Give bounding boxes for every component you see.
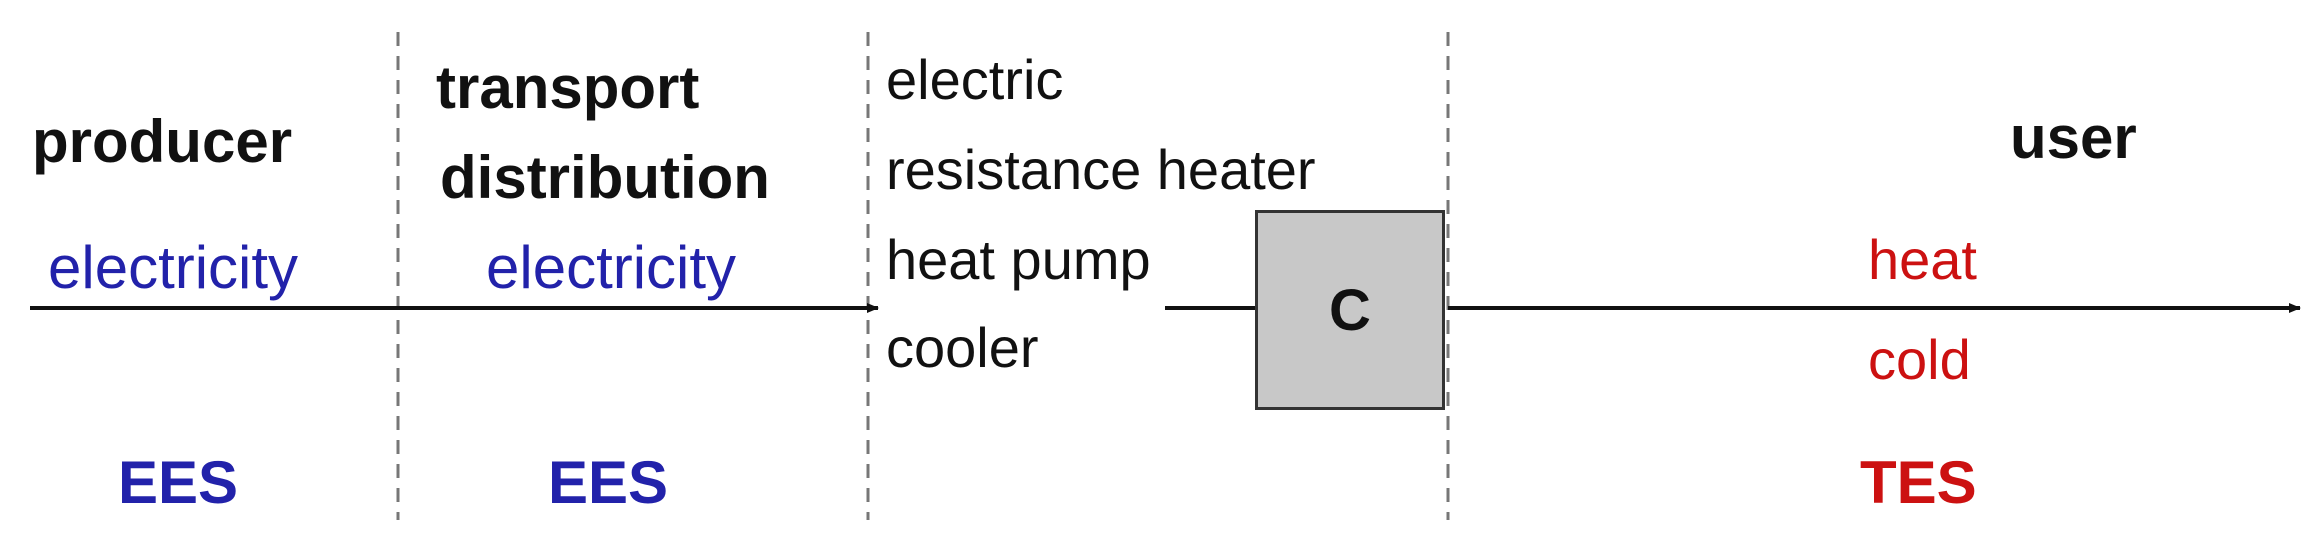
user-output-heat: heat xyxy=(1868,228,1977,291)
device-label-electric: electric xyxy=(886,48,1064,111)
user-title: user xyxy=(2010,104,2137,171)
converter-box-label: C xyxy=(1329,277,1371,343)
device-label-cooler: cooler xyxy=(886,316,1039,379)
transport-title-line2: distribution xyxy=(440,144,770,211)
user-storage-label: TES xyxy=(1860,449,1977,516)
device-label-heat-pump: heat pump xyxy=(886,228,1151,291)
user-output-cold: cold xyxy=(1868,328,1971,391)
transport-flow-label: electricity xyxy=(486,234,737,301)
producer-title: producer xyxy=(32,108,293,175)
producer-storage-label: EES xyxy=(118,449,239,516)
producer-flow-label: electricity xyxy=(48,234,299,301)
device-label-resistance-heater: resistance heater xyxy=(886,138,1316,201)
converter-box: C xyxy=(1255,210,1445,410)
transport-title-line1: transport xyxy=(436,54,700,121)
transport-storage-label: EES xyxy=(548,449,669,516)
